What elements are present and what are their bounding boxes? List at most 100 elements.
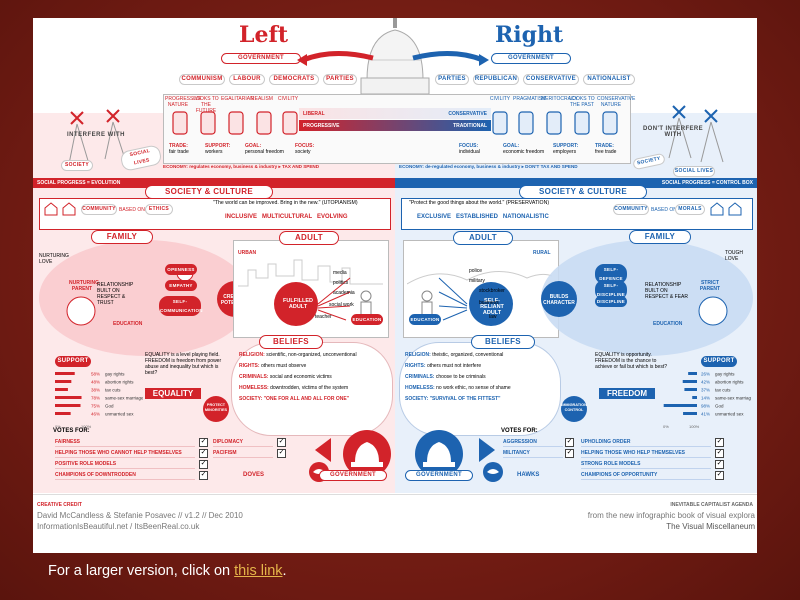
book-label: INEVITABLE CAPITALIST AGENDA	[670, 502, 753, 508]
caption-text: For a larger version, click on	[48, 563, 235, 579]
family-left-item: NURTURING PARENT	[69, 280, 99, 292]
support-bar	[663, 404, 697, 407]
hawks-label: HAWKS	[517, 472, 540, 478]
goal-key: SUPPORT:	[553, 143, 579, 149]
houses-icon	[44, 202, 76, 216]
social-progress-right: SOCIAL PROGRESS = CONTROL BOX	[395, 178, 757, 188]
adult-education-left: EDUCATION	[351, 314, 383, 325]
support-bar	[55, 380, 72, 383]
hawk-government-icon	[415, 430, 503, 482]
immigration-control: IMMIGRATION CONTROL	[561, 403, 587, 412]
pillar-label: CIVILITY	[489, 96, 511, 102]
belief-key: RIGHTS:	[405, 363, 426, 369]
support-bar	[55, 412, 71, 415]
support-left-title: SUPPORT	[55, 356, 91, 367]
goal-value: society	[295, 149, 311, 155]
goal-key: SUPPORT:	[205, 143, 231, 149]
support-bar	[55, 388, 68, 391]
support-label: tax cuts	[105, 388, 121, 393]
spectrum-liberal: LIBERAL	[303, 111, 325, 117]
support-pct: 75%	[91, 404, 100, 409]
spectrum-conservative: CONSERVATIVE	[448, 111, 487, 117]
beliefs-left-title: BELIEFS	[259, 335, 323, 349]
support-bar	[692, 396, 697, 399]
based-on-right: BASED ON	[651, 207, 677, 213]
morals-label: MORALS	[675, 204, 705, 215]
footer-divider	[33, 494, 757, 495]
beliefs-right-title: BELIEFS	[471, 335, 535, 349]
vote-item: CHAMPIONS OF OPPORTUNITY	[581, 471, 711, 480]
family-right-item: TOUGH LOVE	[725, 250, 743, 262]
belief-key: RELIGION:	[405, 352, 431, 358]
support-label: tax cuts	[715, 388, 731, 393]
support-label: same-sex marriage	[715, 396, 751, 401]
checkbox-checked: ✓	[277, 438, 286, 447]
checkbox-checked: ✓	[277, 449, 286, 458]
support-pct: 14%	[701, 396, 710, 401]
checkbox-checked: ✓	[199, 438, 208, 447]
checkbox-checked: ✓	[565, 449, 574, 458]
pillar-label: PRAGMATISM	[513, 96, 547, 102]
urban-skyline-icon	[238, 259, 383, 326]
pillar-label: MERITOCRACY	[541, 96, 578, 102]
urban-label: URBAN	[238, 250, 257, 256]
support-bar	[682, 380, 697, 383]
infographic-image: Left Right GOVERNMENT GOVERNMENT COMMUNI…	[33, 18, 757, 553]
belief-key: SOCIETY:	[239, 396, 263, 402]
goal-value: employers	[553, 149, 577, 155]
support-right-title: SUPPORT	[701, 356, 737, 367]
support-bar	[55, 404, 81, 407]
adult-word: social work	[329, 302, 354, 308]
adult-education-right: EDUCATION	[409, 314, 441, 325]
goal-key: GOAL:	[503, 143, 520, 149]
pillar-label: LOOKS TO THE PAST	[569, 96, 595, 108]
quote-right: "Protect the good things about the world…	[409, 200, 550, 206]
society-culture-right: SOCIETY & CULTURE	[519, 185, 647, 199]
support-pct: 38%	[91, 388, 100, 393]
values-left: INCLUSIVE MULTICULTURAL EVOLVING	[225, 214, 348, 220]
goal-key: TRADE:	[595, 143, 614, 149]
vote-item: UPHOLDING ORDER	[581, 438, 711, 447]
left-title: Left	[239, 22, 289, 48]
capitol-dome-icon	[360, 18, 430, 95]
vote-item: PACIFISM	[213, 449, 273, 458]
larger-version-link[interactable]: this link	[234, 563, 283, 579]
belief-value: "SURVIVAL OF THE FITTEST"	[429, 396, 501, 402]
family-right-blob	[541, 240, 753, 356]
spectrum-traditional: TRADITIONAL	[453, 123, 487, 129]
support-label: same-sex marriage	[105, 396, 143, 401]
support-bar	[683, 412, 697, 415]
protect-minorities-badge	[203, 396, 229, 422]
right-title: Right	[495, 22, 564, 48]
vote-item: AGGRESSION	[503, 438, 563, 447]
houses-icon	[710, 202, 742, 216]
government-right-badge: GOVERNMENT	[405, 470, 473, 481]
pillar-label: CIVILITY	[277, 96, 299, 102]
adult-left-title: ADULT	[279, 231, 339, 245]
family-left-title: FAMILY	[91, 230, 153, 244]
goal-value: free trade	[595, 149, 617, 155]
belief-value: others must observe	[260, 363, 307, 369]
adult-word: business	[479, 300, 499, 306]
social-lives-right: SOCIAL LIVES	[673, 166, 715, 177]
vote-item: FAIRNESS	[55, 438, 195, 447]
family-right-item: STRICT PARENT	[699, 280, 721, 292]
belief-key: SOCIETY:	[405, 396, 429, 402]
government-left-badge: GOVERNMENT	[319, 470, 387, 481]
adult-word: military	[469, 278, 485, 284]
scaffold-left-icon	[68, 109, 126, 165]
pillar-label: CONSERVATIVE NATURE	[597, 96, 636, 108]
belief-value: social and economic victims	[269, 374, 332, 380]
goal-key: FOCUS:	[295, 143, 315, 149]
support-pct: 26%	[701, 372, 710, 377]
party-nationalist: NATIONALIST	[583, 74, 635, 85]
belief-value: "ONE FOR ALL AND ALL FOR ONE"	[263, 396, 350, 402]
immigration-control-badge	[561, 396, 587, 422]
support-label: abortion rights	[105, 380, 134, 385]
scaffold-right-icon	[668, 105, 724, 163]
vote-item: MILITANCY	[503, 449, 563, 458]
adult-word: media	[333, 270, 347, 276]
checkbox-checked: ✓	[715, 471, 724, 480]
goal-value: fair trade	[169, 149, 189, 155]
adult-word: teacher	[315, 314, 332, 320]
